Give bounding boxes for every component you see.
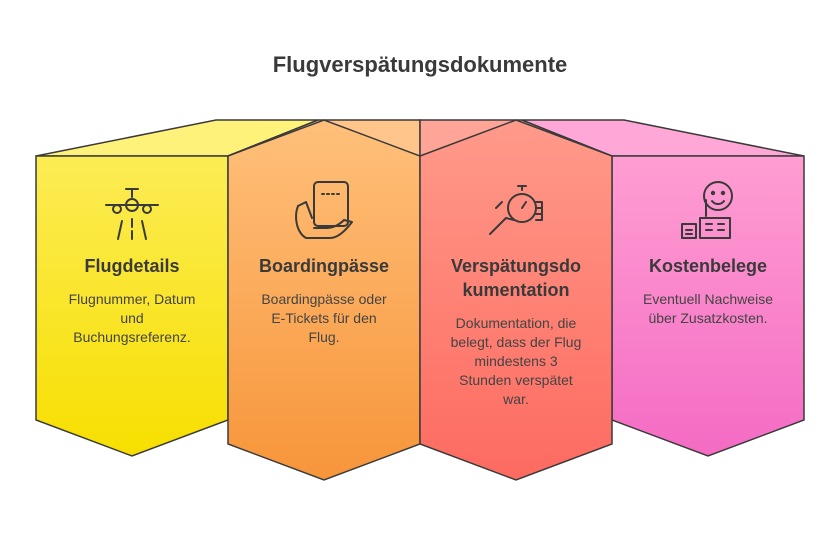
card-description-line: war. bbox=[503, 391, 529, 407]
card-description-line: Eventuell Nachweise bbox=[643, 291, 773, 307]
smiley-receipt-icon bbox=[681, 181, 733, 239]
card-description-line: E-Tickets für den bbox=[271, 310, 377, 326]
airplane-icon bbox=[105, 188, 159, 240]
card-verspatungsdokumentation bbox=[419, 119, 613, 481]
stopwatch-hand-icon bbox=[489, 185, 543, 235]
card-text-kostenbelege: Kostenbelege Eventuell Nachweise über Zu… bbox=[622, 254, 794, 328]
card-heading: Flugdetails bbox=[84, 256, 180, 276]
card-heading-line: kumentation bbox=[462, 280, 570, 300]
card-description: Dokumentation, die belegt, dass der Flug… bbox=[430, 314, 602, 409]
card-description-line: Flugnummer, Datum bbox=[68, 291, 196, 307]
card-text-verspatungsdokumentation: Verspätungsdo kumentation Dokumentation,… bbox=[430, 254, 602, 409]
card-text-boardingpasse: Boardingpässe Boardingpässe oder E-Ticke… bbox=[238, 254, 410, 347]
page-title: Flugverspätungsdokumente bbox=[272, 52, 568, 77]
card-text-flugdetails: Flugdetails Flugnummer, Datum und Buchun… bbox=[46, 254, 218, 347]
card-description-line: und bbox=[120, 310, 144, 326]
card-heading-line: Verspätungsdo bbox=[450, 256, 582, 276]
card-description-line: Boardingpässe oder bbox=[261, 291, 387, 307]
card-heading: Boardingpässe bbox=[258, 256, 390, 276]
ticket-hand-icon bbox=[295, 181, 353, 239]
card-description: Flugnummer, Datum und Buchungsreferenz. bbox=[46, 290, 218, 347]
card-description-line: Flug. bbox=[308, 329, 340, 345]
card-description: Eventuell Nachweise über Zusatzkosten. bbox=[622, 290, 794, 328]
card-description-line: über Zusatzkosten. bbox=[648, 310, 768, 326]
card-description-line: Stunden verspätet bbox=[459, 372, 573, 388]
card-description-line: Dokumentation, die bbox=[455, 315, 577, 331]
card-heading: Verspätungsdo kumentation bbox=[430, 254, 602, 302]
card-description: Boardingpässe oder E-Tickets für den Flu… bbox=[238, 290, 410, 347]
card-description-line: belegt, dass der Flug bbox=[450, 334, 582, 350]
card-description-line: mindestens 3 bbox=[474, 353, 558, 369]
card-description-line: Buchungsreferenz. bbox=[73, 329, 191, 345]
card-heading: Kostenbelege bbox=[648, 256, 768, 276]
